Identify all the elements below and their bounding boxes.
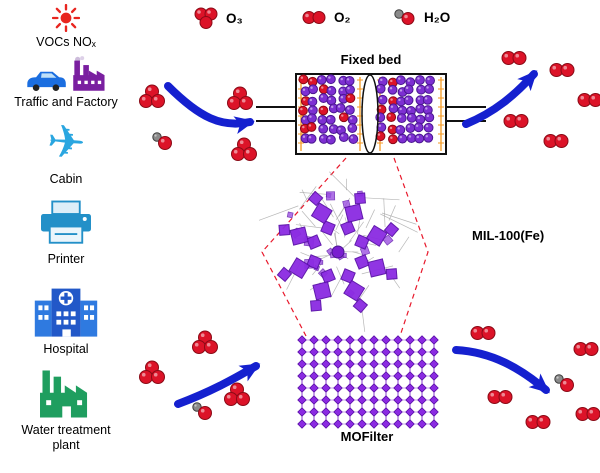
molecule-o2 [470,326,496,340]
molecules [139,51,600,429]
arrow-inlet-bottom [174,362,261,408]
hospital-icon [34,288,98,337]
legend-label: H₂O [424,10,451,25]
source-cabin: ✈ Cabin [0,114,132,187]
molecule-o3 [224,382,250,406]
arrow-outlet-bottom [452,346,550,394]
molecule-o2 [543,134,569,148]
source-sun: VOCs NOₓ [0,4,132,50]
fixed-bed [256,73,486,155]
legend-item-oxygen: O₂ [300,9,351,26]
o2-molecule-icon [302,11,326,24]
molecule-o3 [231,137,257,161]
molecule-o3 [139,84,165,108]
molecule-o3 [227,86,253,110]
mofilter-label: MOFilter [340,429,394,444]
water-plant-icon [40,370,88,418]
molecule-o2 [487,390,513,404]
mil100-structure [258,171,418,332]
source-water-plant: Water treatment plant [0,368,132,453]
source-hospital: Hospital [0,279,132,357]
legend-item-water: H₂O [392,8,450,27]
source-label: Hospital [43,342,89,356]
legend-label: O₂ [334,10,351,25]
factory-icon [72,56,105,91]
molecule-o2 [575,407,600,421]
arrow-inlet-top [164,82,255,134]
molecule-o2 [549,63,575,77]
molecule-o3 [139,360,165,384]
traffic-factory-icon-row [24,56,109,92]
source-label: VOCs NOₓ [36,35,96,49]
arrow-outlet-top [462,70,538,128]
o3-molecule-icon [194,7,218,29]
source-label: Cabin [49,171,83,186]
legend-label: O₃ [226,10,243,26]
fixed-bed-label: Fixed bed [340,52,402,67]
printer-icon [41,200,91,244]
car-icon [26,71,66,91]
source-printer: Printer [0,199,132,267]
airplane-icon: ✈ [44,114,88,170]
zoom-dashed-lines [261,157,429,337]
source-label: Printer [47,252,85,266]
legend-item-ozone: O₃ [192,6,243,30]
molecule-o3 [192,330,218,354]
source-label: Traffic and Factory [14,95,118,109]
h2o-molecule-icon [394,9,415,25]
mofilter-structure [297,335,439,429]
molecule-o2 [525,415,551,429]
mil100-label: MIL-100(Fe) [472,228,545,243]
molecule-o2 [577,93,600,107]
molecule-h2o [554,374,574,392]
sun-icon [52,4,80,32]
molecule-h2o [152,132,172,150]
molecule-o2 [573,342,599,356]
molecule-h2o [192,402,212,420]
source-traffic-factory: Traffic and Factory [0,56,132,110]
molecule-o2 [501,51,527,65]
source-label: Water treatment plant [21,423,111,452]
molecule-o2 [503,114,529,128]
